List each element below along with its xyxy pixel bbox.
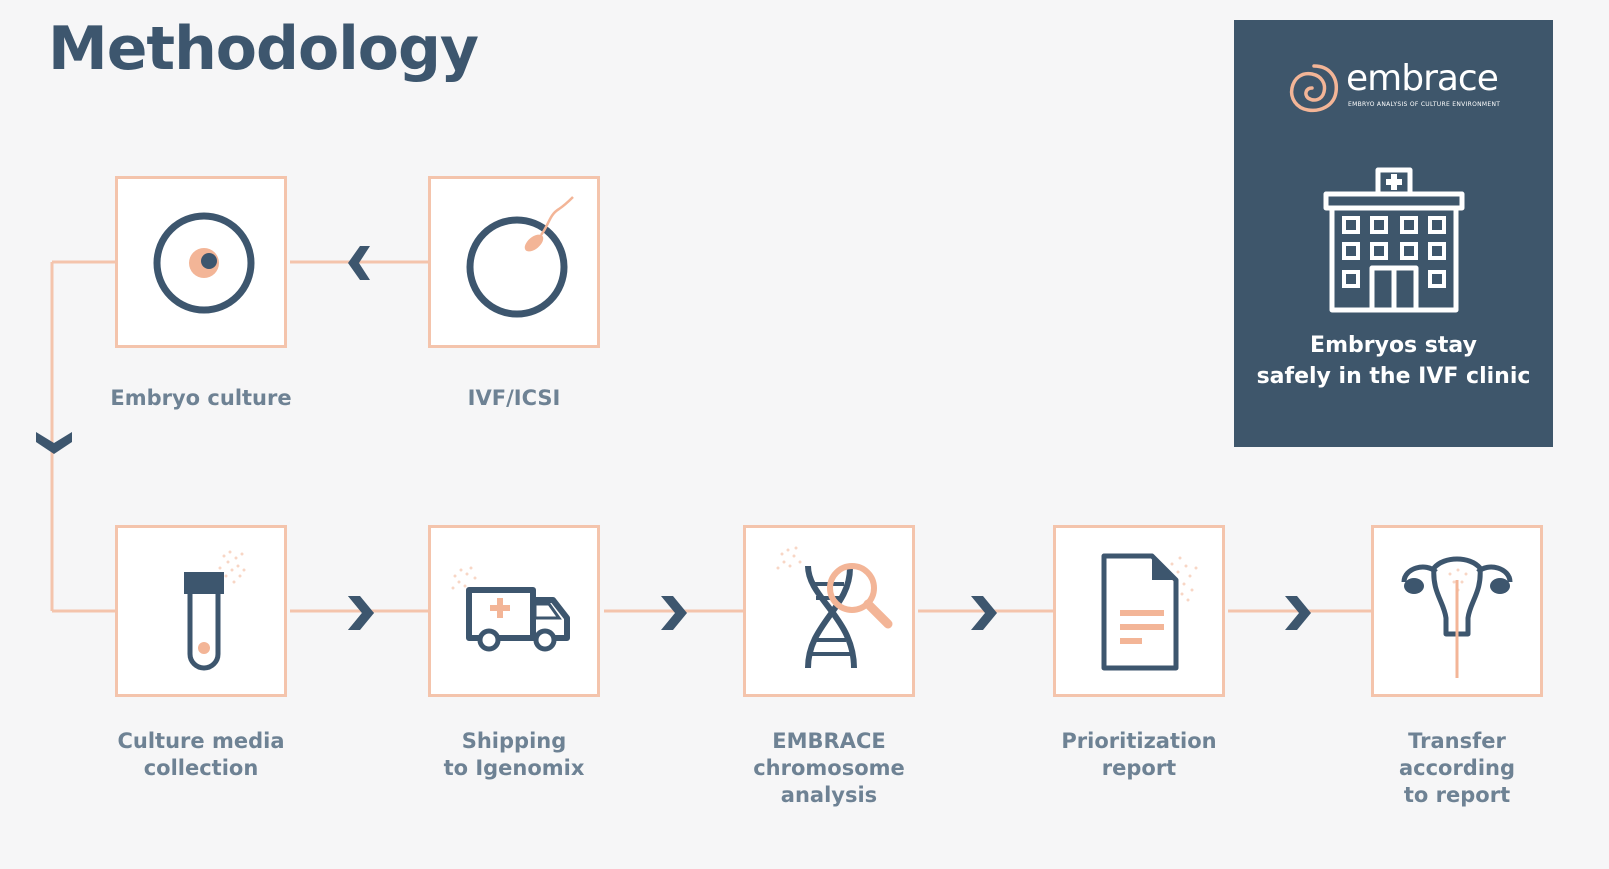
chevron-right-icon: [971, 596, 997, 630]
step-prioritization-label: Prioritization report: [1061, 729, 1217, 780]
step-ivf-icsi-box: [428, 176, 600, 348]
embryo-icon: [153, 212, 255, 314]
egg-sperm-icon: [466, 196, 574, 318]
step-culture-media-label: Culture media collection: [117, 729, 285, 780]
step-embrace-analysis-box: [743, 525, 915, 697]
test-tube-icon: [184, 550, 246, 671]
step-prioritization-box: [1053, 525, 1225, 697]
step-ivf-icsi-label: IVF/ICSI: [467, 386, 561, 410]
brand-name: embrace: [1346, 58, 1499, 99]
clinic-panel: embrace EMBRYO ANALYSIS OF CULTURE ENVIR…: [1234, 20, 1553, 447]
chevron-down-icon: [36, 432, 72, 454]
chevron-left-icon: [348, 246, 370, 280]
ambulance-icon: [451, 566, 570, 652]
hospital-icon: [1323, 167, 1465, 313]
step-transfer-box: [1371, 525, 1543, 697]
step-embrace-analysis-label: EMBRACE chromosome analysis: [753, 729, 905, 807]
step-culture-media-box: [115, 525, 287, 697]
dna-magnifier-icon: [776, 546, 893, 669]
chevron-right-icon: [1285, 596, 1311, 630]
page-title: Methodology: [48, 14, 479, 84]
uterus-icon: [1401, 556, 1513, 678]
step-shipping-label: Shipping to Igenomix: [443, 729, 585, 780]
step-transfer-label: Transfer according to report: [1398, 729, 1516, 807]
clinic-caption: Embryos stay safely in the IVF clinic: [1256, 333, 1531, 389]
brand-tagline: EMBRYO ANALYSIS OF CULTURE ENVIRONMENT: [1348, 101, 1501, 108]
embrace-logo-icon: [1289, 64, 1339, 113]
step-shipping-box: [428, 525, 600, 697]
report-document-icon: [1101, 553, 1198, 671]
chevron-right-icon: [348, 596, 374, 630]
step-embryo-culture-label: Embryo culture: [110, 386, 292, 410]
step-embryo-culture-box: [115, 176, 287, 348]
chevron-right-icon: [661, 596, 687, 630]
